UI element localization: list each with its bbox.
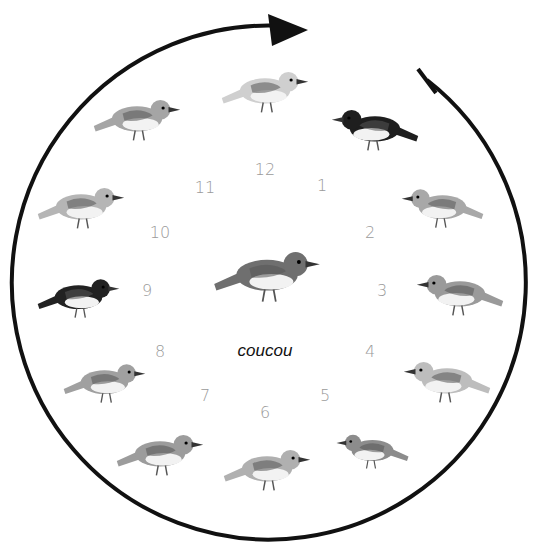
arrow-stop-bar bbox=[418, 69, 436, 93]
hour-number: 4 bbox=[365, 344, 375, 360]
bird-12 bbox=[222, 72, 308, 113]
hour-number: 11 bbox=[195, 180, 215, 196]
hour-number: 8 bbox=[155, 344, 165, 360]
bird-4 bbox=[404, 362, 490, 403]
cycle-arrow bbox=[12, 26, 526, 540]
hour-number: 7 bbox=[200, 388, 210, 404]
bird-1 bbox=[332, 110, 418, 150]
bird-9 bbox=[38, 279, 120, 317]
hour-number: 10 bbox=[150, 225, 170, 241]
hour-number: 1 bbox=[317, 178, 327, 194]
bird-5 bbox=[337, 435, 409, 469]
cuckoo-bird bbox=[214, 252, 320, 302]
bird-name-label: coucou bbox=[238, 342, 293, 359]
hour-number: 6 bbox=[260, 405, 270, 421]
hour-number: 12 bbox=[255, 162, 275, 178]
bird-11 bbox=[94, 100, 180, 140]
hour-number: 2 bbox=[365, 225, 375, 241]
hour-number: 5 bbox=[320, 388, 330, 404]
bird-7 bbox=[117, 435, 203, 476]
bird-10 bbox=[38, 188, 124, 229]
bird-2 bbox=[402, 189, 484, 227]
arrow-head bbox=[268, 14, 308, 46]
bird-8 bbox=[64, 364, 146, 402]
bird-6 bbox=[224, 450, 310, 491]
hour-number: 9 bbox=[142, 283, 152, 299]
bird-3 bbox=[417, 275, 503, 316]
hour-number: 3 bbox=[377, 283, 387, 299]
